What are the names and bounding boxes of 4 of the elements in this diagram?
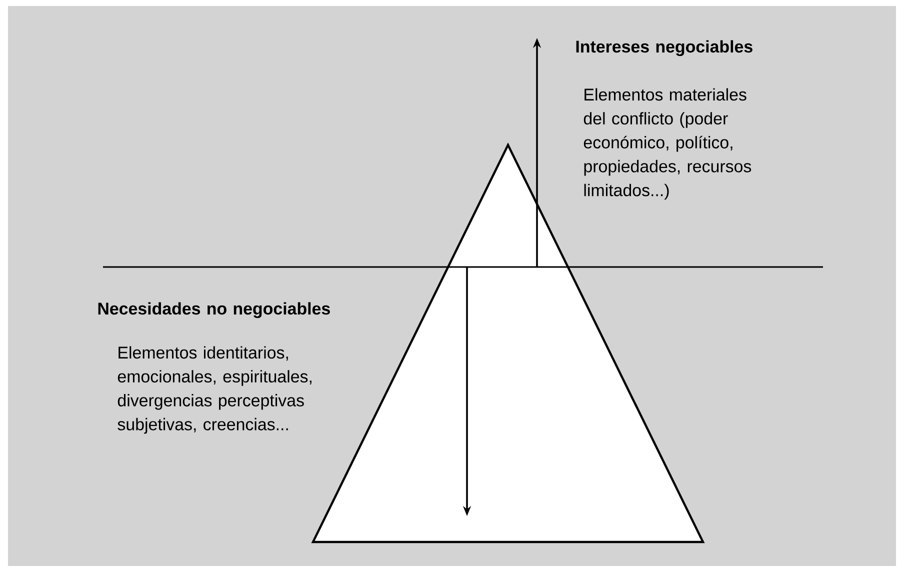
heading: Necesidades no negociables <box>98 302 330 318</box>
heading: Intereses negociables <box>576 40 752 56</box>
description-text: Elementos materiales del conflicto (poder económico, político, propiedades, recursos limitados...) <box>584 88 752 200</box>
description-text: Elementos identitarios, emocionales, espirituales, divergencias perceptivas subjetivas, creencias... <box>118 346 312 434</box>
